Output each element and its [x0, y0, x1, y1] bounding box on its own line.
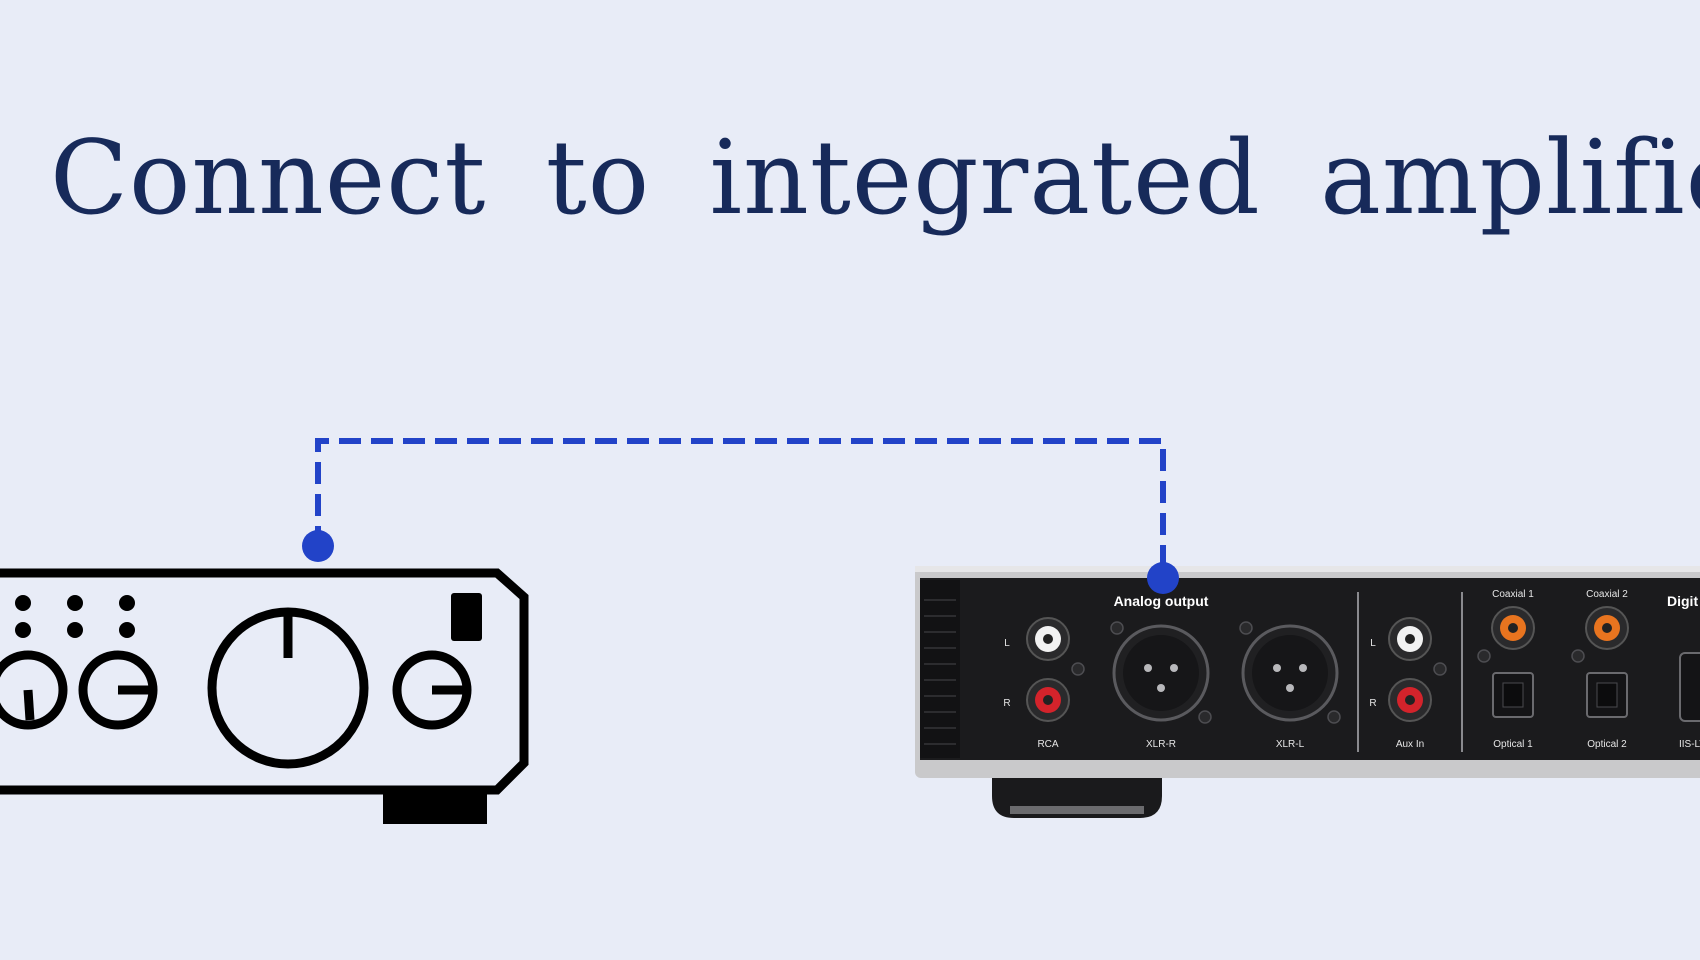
- iis-port: [1679, 652, 1700, 722]
- coaxial-1-label: Coaxial 1: [1492, 589, 1534, 600]
- optical-2-port: [1586, 672, 1628, 718]
- xlr-l-label: XLR-L: [1276, 739, 1305, 750]
- device-rear-panel: Analog output Digit L R RCA: [915, 562, 1700, 818]
- coaxial-1-jack: [1491, 606, 1535, 650]
- amplifier-connection-dot: [302, 530, 334, 562]
- rca-right-jack: [1026, 678, 1070, 722]
- rca-label: RCA: [1037, 739, 1058, 750]
- optical-2-label: Optical 2: [1587, 739, 1627, 750]
- xlr-r-connector: [1112, 624, 1210, 722]
- digital-section-label: Digit: [1667, 593, 1698, 609]
- connection-line: [315, 438, 1166, 580]
- optical-1-label: Optical 1: [1493, 739, 1533, 750]
- aux-right-jack: [1388, 678, 1432, 722]
- led-dots: [15, 595, 135, 638]
- coaxial-2-label: Coaxial 2: [1586, 589, 1628, 600]
- analog-output-label: Analog output: [1114, 593, 1209, 609]
- small-knob-1: [0, 650, 68, 730]
- coaxial-2-jack: [1585, 606, 1629, 650]
- rca-left-channel-label: L: [1004, 638, 1010, 649]
- iis-label: IIS-LV: [1679, 739, 1700, 750]
- aux-right-channel-label: R: [1369, 698, 1376, 709]
- amplifier-foot: [383, 790, 487, 824]
- amplifier-icon: [0, 568, 529, 824]
- optical-1-port: [1492, 672, 1534, 718]
- xlr-r-label: XLR-R: [1146, 739, 1176, 750]
- page-title: Connect to integrated amplifiers: [50, 119, 1700, 238]
- device-foot: [992, 778, 1162, 818]
- xlr-l-connector: [1241, 624, 1339, 722]
- rca-right-channel-label: R: [1003, 698, 1010, 709]
- aux-in-label: Aux In: [1396, 739, 1424, 750]
- rca-left-jack: [1026, 617, 1070, 661]
- analog-output-connection-dot: [1147, 562, 1179, 594]
- display-window: [451, 593, 482, 641]
- vent-area: [920, 580, 960, 758]
- aux-left-channel-label: L: [1370, 638, 1376, 649]
- aux-left-jack: [1388, 617, 1432, 661]
